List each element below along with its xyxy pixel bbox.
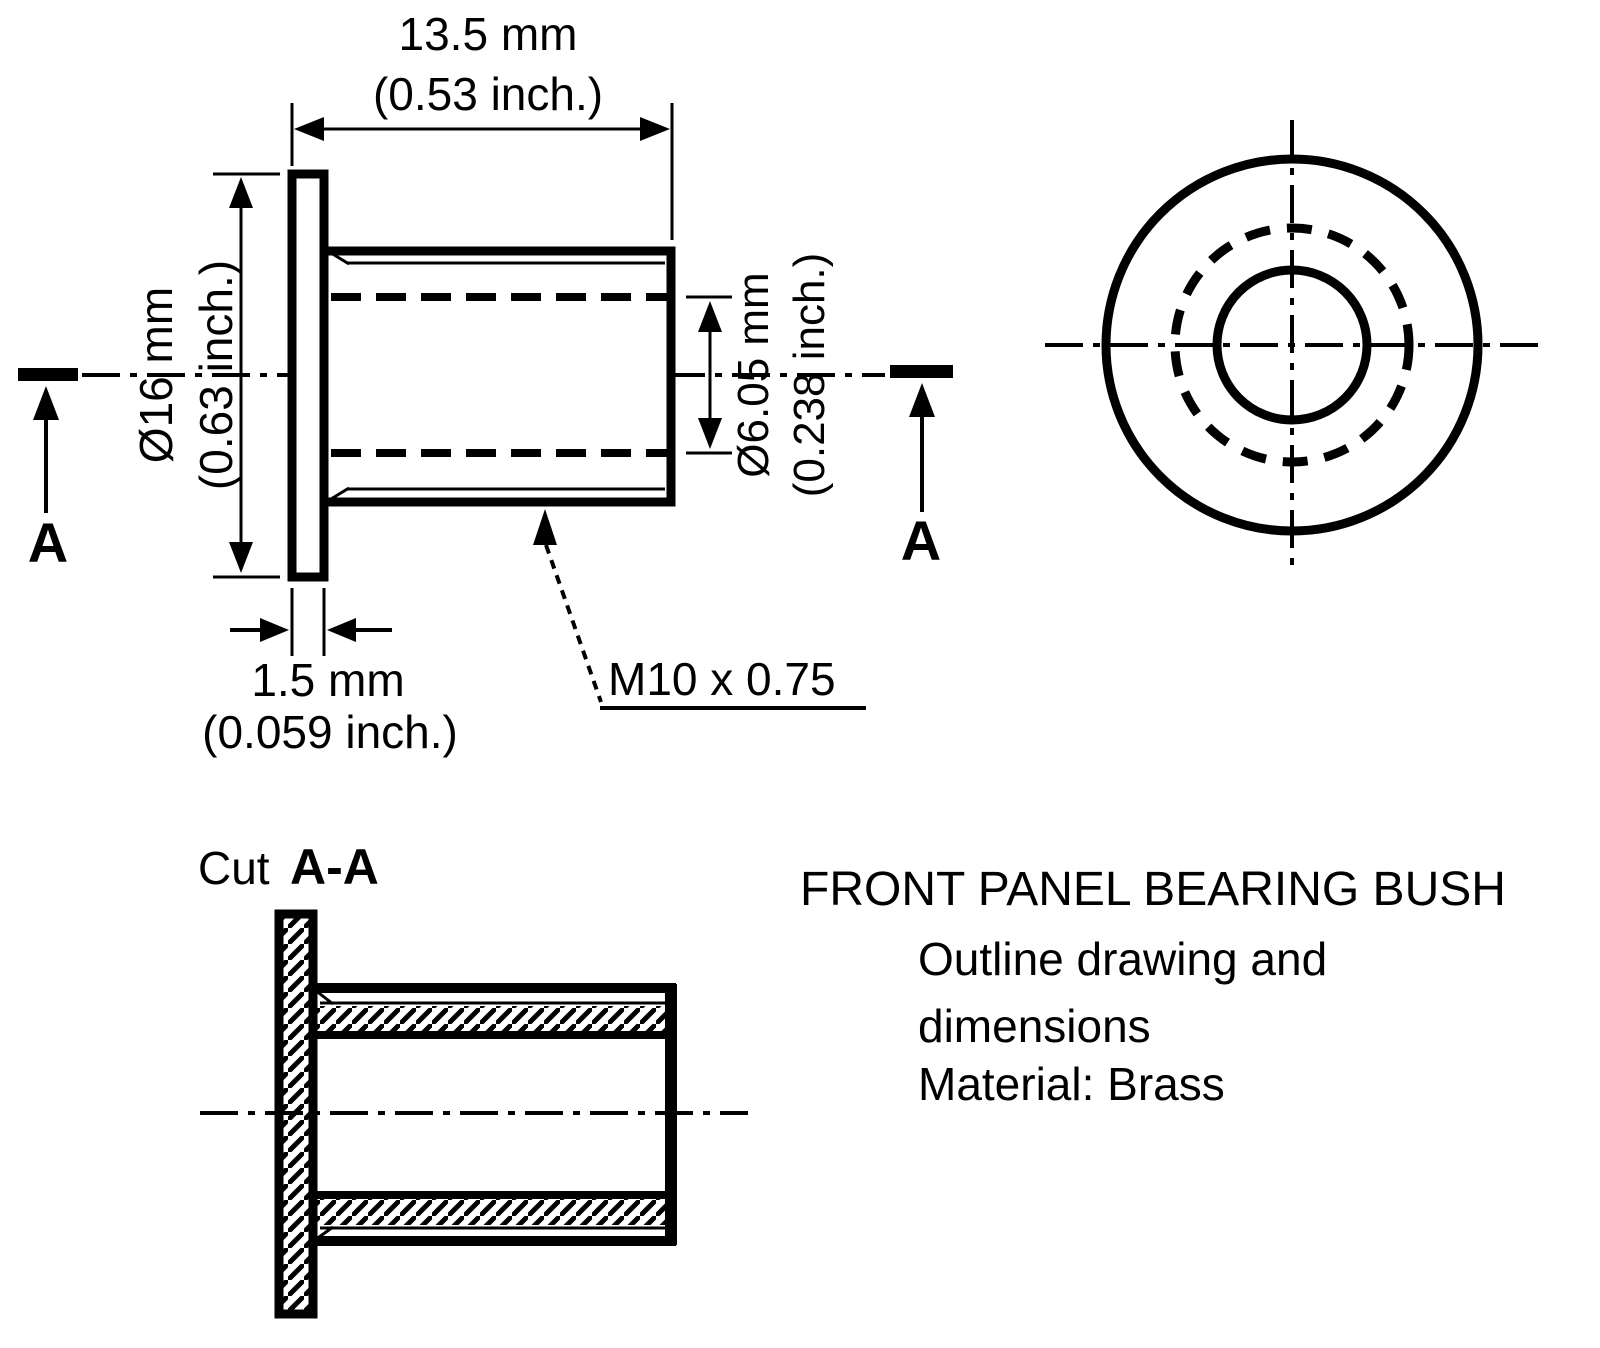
dim-length-mm: 13.5 mm — [399, 8, 578, 60]
dim-flange-dia-mm: Ø16 mm — [130, 287, 182, 463]
dimension-flange-thickness: 1.5 mm (0.059 inch.) — [202, 588, 458, 758]
section-bottom-wall — [313, 1191, 676, 1246]
arrowhead-right — [260, 618, 289, 642]
notes-block: FRONT PANEL BEARING BUSH Outline drawing… — [800, 863, 1506, 1110]
section-plane-bar — [18, 368, 78, 381]
section-arrow — [909, 383, 935, 417]
dimension-flange-diameter: Ø16 mm (0.63 inch.) — [130, 172, 280, 579]
section-arrow — [33, 386, 59, 420]
thread-callout: M10 x 0.75 — [533, 509, 866, 710]
note-line2: dimensions — [918, 1000, 1151, 1052]
section-top-wall — [313, 983, 676, 1039]
section-letter: A — [901, 509, 941, 572]
section-marker-left: A — [18, 368, 78, 574]
section-letter: A — [28, 511, 68, 574]
dim-bore-dia-mm: Ø6.05 mm — [729, 272, 778, 477]
arrowhead-down — [229, 542, 253, 573]
dimension-length: 13.5 mm (0.53 inch.) — [290, 8, 674, 240]
thread-callout-text: M10 x 0.75 — [608, 653, 836, 705]
arrowhead-left — [327, 618, 356, 642]
arrowhead-up — [698, 301, 722, 332]
note-line1: Outline drawing and — [918, 933, 1327, 985]
hidden-bore-lines — [331, 293, 670, 457]
note-line3: Material: Brass — [918, 1058, 1225, 1110]
section-plane-bar — [890, 365, 953, 378]
arrowhead-up — [229, 177, 253, 208]
section-marker-right: A — [890, 365, 953, 572]
body-outline — [319, 246, 676, 507]
section-flange — [274, 909, 318, 1319]
section-view: Cut A-A — [198, 839, 748, 1319]
side-view: 13.5 mm (0.53 inch.) Ø16 mm (0.63 inch.)… — [18, 8, 953, 758]
cut-label-section: A-A — [290, 839, 379, 895]
arrowhead-left — [294, 117, 324, 141]
dim-flange-dia-inch: (0.63 inch.) — [190, 260, 242, 490]
leader-line — [544, 544, 603, 703]
flange-outline — [287, 169, 329, 582]
dim-length-inch: (0.53 inch.) — [373, 68, 603, 120]
cut-label-prefix: Cut — [198, 842, 270, 894]
dimension-bore-diameter: Ø6.05 mm (0.238 inch.) — [686, 253, 834, 498]
front-view — [1045, 120, 1540, 575]
arrowhead-down — [698, 418, 722, 449]
leader-arrowhead — [533, 509, 557, 545]
dim-thickness-inch: (0.059 inch.) — [202, 706, 458, 758]
drawing-title: FRONT PANEL BEARING BUSH — [800, 863, 1506, 916]
dim-thickness-mm: 1.5 mm — [251, 654, 404, 706]
thread-lines — [330, 251, 665, 501]
arrowhead-right — [640, 117, 670, 141]
dim-bore-dia-inch: (0.238 inch.) — [785, 253, 834, 498]
